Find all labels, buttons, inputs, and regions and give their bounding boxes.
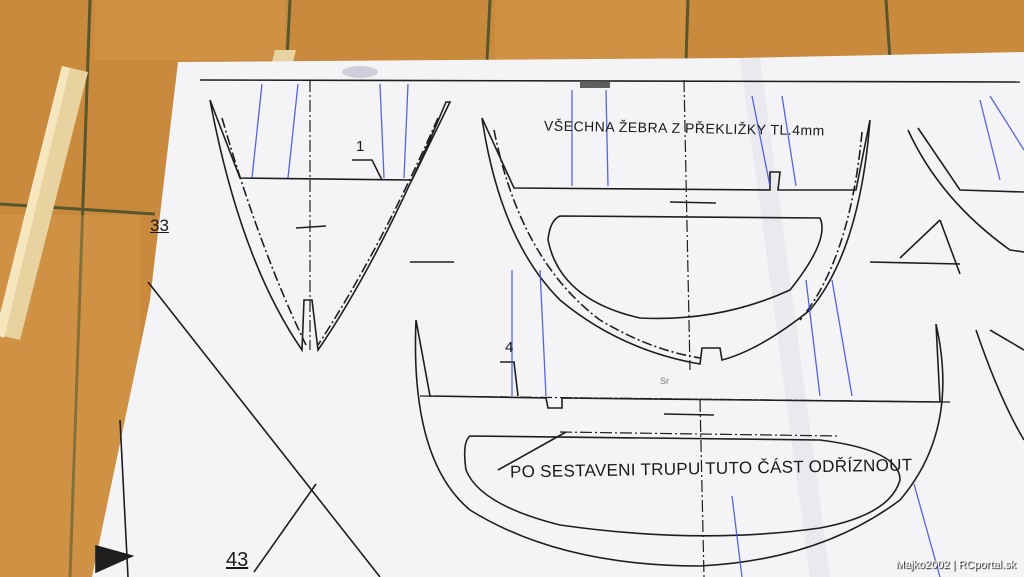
ink-smudge	[342, 66, 378, 78]
tile-grid-lines	[0, 0, 892, 577]
part-number-33: 33	[150, 216, 169, 235]
cutout-upper	[547, 215, 823, 320]
pencil-marks	[251, 83, 1024, 577]
balsa-stick	[0, 50, 296, 340]
ink-bar	[580, 82, 610, 88]
watermark: Majko2002 | RCportal.sk	[895, 559, 1016, 571]
tile-shading	[0, 0, 685, 577]
paper-sheet	[92, 52, 1024, 577]
cutout-lower	[463, 435, 901, 537]
small-mark: Sr	[660, 376, 669, 386]
part-number-1: 1	[356, 138, 365, 155]
part-number-4: 4	[505, 339, 514, 356]
rib-center	[481, 117, 871, 365]
plan-drawing	[95, 79, 1024, 577]
paper-fold-shadow	[740, 58, 830, 577]
part-number-43: 43	[226, 549, 249, 571]
rib-33	[209, 99, 452, 353]
rib-4	[414, 319, 944, 567]
